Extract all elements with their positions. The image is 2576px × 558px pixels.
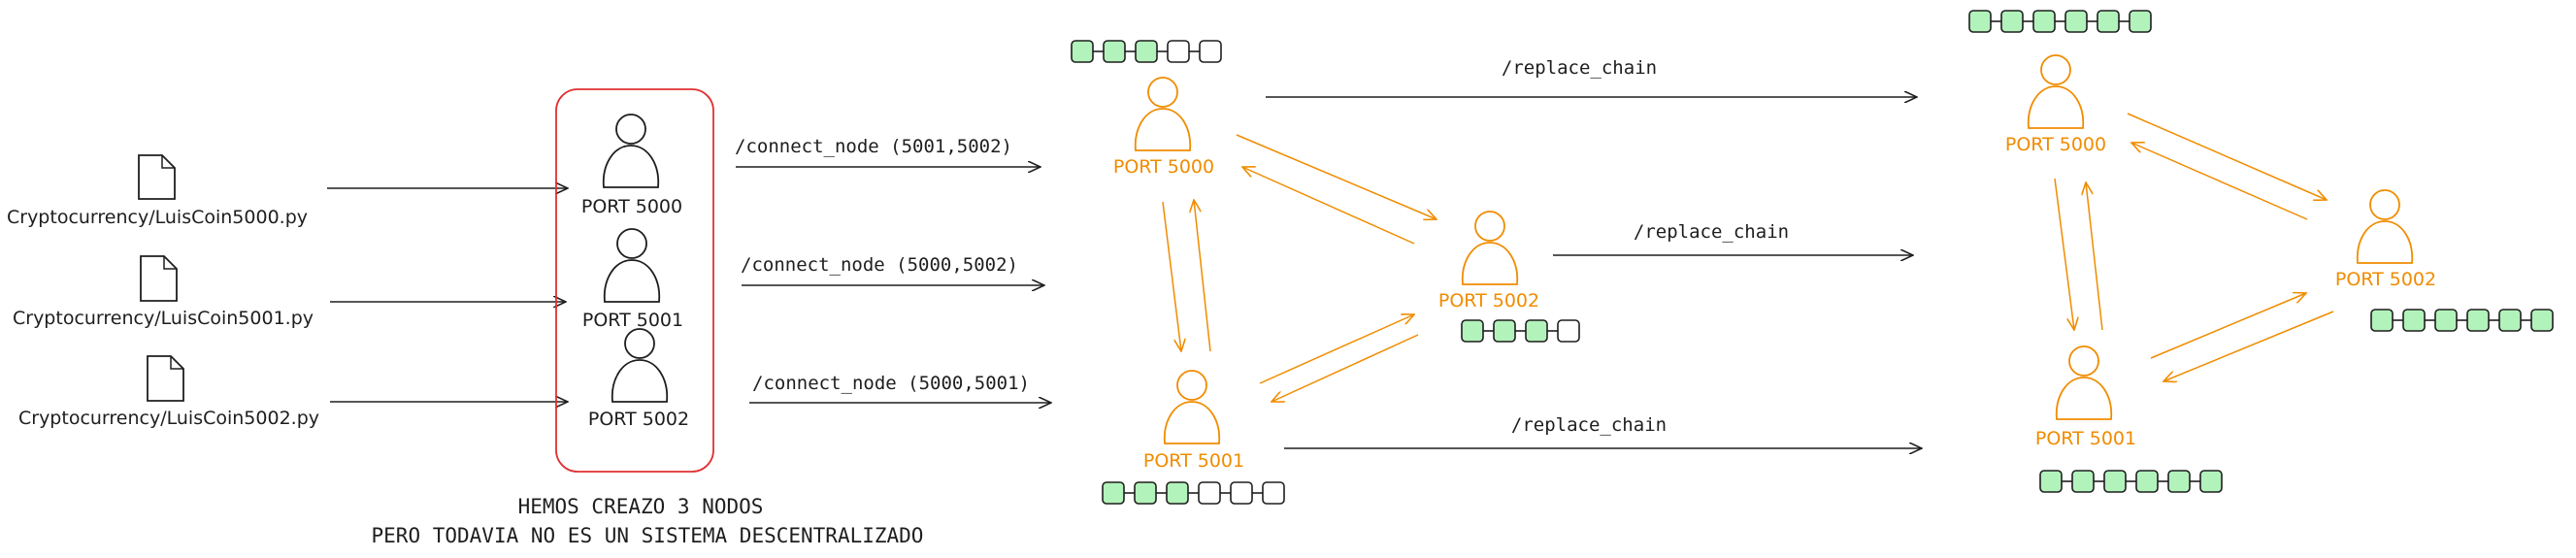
node-label: PORT 5001	[582, 310, 683, 331]
edge-arrow	[2127, 113, 2327, 200]
user-icon	[1163, 370, 1221, 444]
initial-node-1: PORT 5001	[582, 228, 683, 331]
blockchain	[1071, 40, 1222, 63]
user-icon	[611, 328, 669, 403]
block-icon-filled	[1461, 319, 1484, 343]
block-icon-empty	[1557, 319, 1580, 343]
network-before: PORT 5000 PORT 5002 PORT 5001	[1071, 40, 1580, 505]
edge-arrow	[2131, 143, 2308, 220]
node-label: PORT 5002	[1438, 290, 1539, 312]
block-icon-filled	[2167, 470, 2191, 493]
block-icon-empty	[1198, 481, 1221, 505]
user-icon	[2027, 54, 2085, 129]
block-icon-filled	[2199, 470, 2223, 493]
blockchain	[2039, 470, 2223, 493]
block-icon-filled	[2039, 470, 2063, 493]
edge-arrow	[2054, 178, 2074, 330]
edge-arrow	[1236, 134, 1437, 219]
network-after: PORT 5000 PORT 5002 PORT 5001	[1968, 10, 2554, 493]
replace-call-label: /replace_chain	[1511, 414, 1667, 436]
net-node-5000: PORT 5000	[1113, 77, 1214, 178]
node-label: PORT 5000	[2005, 134, 2106, 155]
block-icon-filled	[2498, 309, 2522, 332]
caption-line-1: HEMOS CREAZO 3 NODOS	[518, 495, 764, 518]
block-icon-empty	[1262, 481, 1285, 505]
edge-arrow	[2163, 311, 2334, 381]
initial-node-0: PORT 5000	[581, 114, 682, 217]
block-icon-filled	[2097, 10, 2120, 33]
block-icon-filled	[2466, 309, 2490, 332]
blockchain	[1968, 10, 2152, 33]
document-icon	[140, 255, 178, 302]
replace-call-label: /replace_chain	[1502, 57, 1657, 79]
block-icon-empty	[1199, 40, 1222, 63]
node-group-box	[555, 88, 714, 473]
block-icon-filled	[1102, 481, 1125, 505]
blockchain	[2370, 309, 2554, 332]
node-label: PORT 5000	[581, 196, 682, 217]
block-icon-filled	[2370, 309, 2394, 332]
block-icon-filled	[1968, 10, 1992, 33]
replace-call-label: /replace_chain	[1634, 221, 1789, 243]
block-icon-filled	[2064, 10, 2088, 33]
connect-call-label: /connect_node (5001,5002)	[735, 136, 1012, 157]
node-label: PORT 5001	[2035, 428, 2136, 449]
net-node-5002: PORT 5002	[2335, 189, 2436, 290]
blockchain	[1102, 481, 1285, 505]
net-node-5001: PORT 5001	[1143, 370, 1244, 472]
edge-arrow	[2150, 293, 2306, 359]
file-0: Cryptocurrency/LuisCoin5000.py	[7, 154, 308, 228]
block-icon-filled	[1166, 481, 1189, 505]
user-icon	[602, 114, 660, 188]
node-label: PORT 5002	[2335, 269, 2436, 290]
file-label: Cryptocurrency/LuisCoin5002.py	[18, 408, 319, 429]
block-icon-filled	[2135, 470, 2159, 493]
block-icon-empty	[1230, 481, 1253, 505]
block-icon-empty	[1167, 40, 1190, 63]
connect-call-label: /connect_node (5000,5001)	[752, 373, 1030, 394]
net-node-5000: PORT 5000	[2005, 54, 2106, 155]
user-icon	[1134, 77, 1192, 151]
block-icon-filled	[2129, 10, 2152, 33]
block-icon-filled	[2071, 470, 2095, 493]
edge-arrow	[1259, 314, 1414, 384]
connect-call-label: /connect_node (5000,5002)	[741, 254, 1018, 276]
block-icon-filled	[1134, 481, 1157, 505]
edge-arrow	[1242, 167, 1415, 245]
block-icon-filled	[1103, 40, 1126, 63]
block-icon-filled	[2530, 309, 2554, 332]
block-icon-filled	[2434, 309, 2458, 332]
edge-arrow	[1271, 334, 1419, 402]
node-label: PORT 5002	[588, 409, 689, 430]
blockchain	[1461, 319, 1580, 343]
user-icon	[2055, 345, 2113, 420]
block-icon-filled	[2000, 10, 2024, 33]
block-icon-filled	[1071, 40, 1094, 63]
block-icon-filled	[2402, 309, 2426, 332]
node-label: PORT 5001	[1143, 450, 1244, 472]
edge-arrow	[1162, 201, 1181, 351]
block-icon-filled	[2103, 470, 2127, 493]
edge-arrow	[1194, 200, 1211, 352]
net-node-5002: PORT 5002	[1438, 211, 1539, 312]
block-icon-filled	[1493, 319, 1516, 343]
file-label: Cryptocurrency/LuisCoin5001.py	[13, 308, 314, 329]
file-label: Cryptocurrency/LuisCoin5000.py	[7, 207, 308, 228]
user-icon	[603, 228, 661, 303]
initial-node-2: PORT 5002	[588, 328, 689, 430]
user-icon	[2356, 189, 2414, 264]
document-icon	[138, 154, 176, 200]
block-icon-filled	[1135, 40, 1158, 63]
net-node-5001: PORT 5001	[2035, 345, 2136, 449]
block-icon-filled	[1525, 319, 1548, 343]
document-icon	[147, 355, 184, 402]
node-label: PORT 5000	[1113, 156, 1214, 178]
file-1: Cryptocurrency/LuisCoin5001.py	[13, 255, 314, 329]
user-icon	[1461, 211, 1519, 285]
edge-arrow	[2086, 182, 2103, 331]
caption-line-2: PERO TODAVIA NO ES UN SISTEMA DESCENTRAL…	[372, 524, 924, 547]
file-2: Cryptocurrency/LuisCoin5002.py	[18, 355, 319, 429]
block-icon-filled	[2032, 10, 2056, 33]
